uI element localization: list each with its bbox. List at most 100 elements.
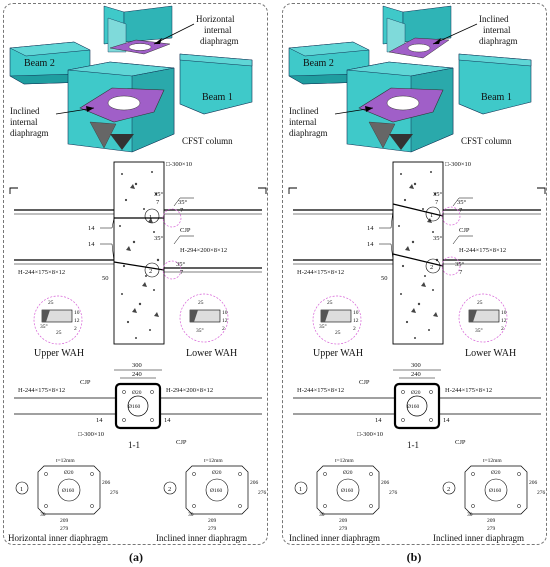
bottom-callout-l1: Inclined [289,106,319,116]
plate1-dim-276: 276 [389,490,398,496]
plate1-hole: Ø160 [341,488,353,494]
top-callout-l1: Inclined [479,14,509,24]
plate1-dim-30: 30 [40,512,46,518]
plate2-dim-209: 209 [487,518,496,524]
bottom-callout-l1: Inclined [10,106,40,116]
plate1-dim-279: 279 [339,526,348,532]
plate2-bolt: Ø20 [212,470,222,476]
elev-angle-3: 35° [154,235,164,242]
upper-dim-5: 2 [353,326,356,332]
upper-angle: 35° [40,323,48,330]
plate2-dim-209: 209 [208,518,217,524]
plate2-marker: 2 [447,486,450,493]
sec-dim-240: 240 [132,371,142,378]
panel-a: Beam 2 Beam 1 Horizontal internal diaphr… [3,3,268,545]
plate1-dim-276: 276 [110,490,119,496]
elev-gap-3: 7 [180,269,184,276]
top-callout-l2: internal [204,25,232,35]
plate1-dim-206: 206 [381,480,390,486]
top-callout-l1: Horizontal [196,14,235,24]
sec-dim-240: 240 [411,371,421,378]
section-1-1: 300 240 H-244×175×8×12 H-244×175×8×12 CJ… [293,362,541,450]
elev-angle-1: 35° [154,191,164,198]
beam-1-label: Beam 1 [481,92,512,103]
sec-left-beam: H-244×175×8×12 [297,387,344,394]
sec-bolt: Ø20 [132,390,142,396]
column-label: CFST column [182,136,233,146]
elev-marker-2: 2 [430,264,433,271]
upper-dim-1: 25 [327,300,333,306]
lower-dim-2: 10 [501,310,507,316]
plate2-dim-206: 206 [529,480,538,486]
section-1-1: 300 240 H-244×175×8×12 H-294×200×8×12 CJ… [14,362,262,450]
elev-cjp: CJP [459,227,470,234]
sec-weld-right: 14 [443,417,450,424]
plate1-bolt: Ø20 [343,470,353,476]
plate2-title: Inclined inner diaphragm [433,533,524,543]
plate1-thickness: t=12mm [56,458,75,464]
plate1-dim-209: 209 [60,518,69,524]
sec-weld-left: 14 [375,417,382,424]
plate2-dim-276: 276 [537,490,546,496]
plate1-dim-279: 279 [60,526,69,532]
lower-wah-label: Lower WAH [186,348,237,359]
elev-angle-4: 35° [176,261,186,268]
lower-dim-4: 2 [222,326,225,332]
lower-wah-label: Lower WAH [465,348,516,359]
elev-gap-2: 7 [459,207,463,214]
upper-dim-4: 12 [74,318,80,324]
plate-details: t=12mm Ø160 Ø20 206 276 209 279 30 1 t=1… [289,458,546,543]
sec-weld-right: 14 [164,417,171,424]
elev-gap-2: 7 [180,207,184,214]
elev-gap-1: 7 [435,199,439,206]
column-label: CFST column [461,136,512,146]
top-callout-l3: diaphragm [200,36,239,46]
elev-dim-50: 50 [381,275,388,282]
upper-dim-2: 25 [335,330,341,336]
plate2-dim-30: 30 [467,512,473,518]
plate2-dim-206: 206 [250,480,259,486]
wah-details: 25 25 10 12 2 35° 25 10 12 2 35° Upper W… [312,293,516,359]
elev-right-beam: H-244×175×8×12 [459,247,506,254]
elev-gap-3: 7 [459,269,463,276]
sec-column-section: □-300×10 [357,431,383,438]
wah-details: 25 25 10 12 2 35° 25 10 12 2 35° Upper W… [33,293,237,359]
elev-weld-2: 14 [88,241,95,248]
sec-cjp-bottom: CJP [455,439,466,446]
upper-dim-2: 25 [56,330,62,336]
elev-angle-3: 35° [433,235,443,242]
panel-b-drawing: Beam 2 Beam 1 Inclined internal diaphrag… [288,5,546,543]
lower-dim-2: 10 [222,310,228,316]
sec-left-beam: H-244×175×8×12 [18,387,65,394]
top-callout-l2: internal [483,25,511,35]
elev-weld-1: 14 [367,225,374,232]
upper-angle: 35° [319,323,327,330]
plate1-hole: Ø160 [62,488,74,494]
plate2-thickness: t=12mm [204,458,223,464]
elev-column-section: □-300×10 [166,161,192,168]
elev-marker-1: 1 [430,212,433,219]
sec-cjp-top: CJP [80,379,91,386]
bottom-callout-l2: internal [10,117,38,127]
lower-angle: 35° [475,327,483,334]
elevation-view: □-300×10 CJP H-244×175×8×12 H-244×175×8×… [288,161,546,345]
sec-right-beam: H-294×200×8×12 [166,387,213,394]
lower-angle: 35° [196,327,204,334]
sec-column-section: □-300×10 [78,431,104,438]
plate1-title: Horizontal inner diaphragm [8,533,108,543]
plate2-hole: Ø160 [489,488,501,494]
beam-2-label: Beam 2 [303,58,334,69]
sec-hole: Ø160 [407,404,419,410]
plate2-dim-279: 279 [208,526,217,532]
lower-dim-3: 12 [222,318,228,324]
sec-hole: Ø160 [128,404,140,410]
sec-weld-left: 14 [96,417,103,424]
sec-dim-300: 300 [132,362,142,369]
elev-marker-2: 2 [149,268,152,275]
caption-a: (a) [129,550,143,564]
elevation-view: □-300×10 CJP H-294×200×8×12 H-244×175×8×… [9,161,267,345]
plate1-dim-209: 209 [339,518,348,524]
elev-right-beam: H-294×200×8×12 [180,247,227,254]
bottom-callout-l2: internal [289,117,317,127]
sec-title: 1-1 [407,440,419,450]
